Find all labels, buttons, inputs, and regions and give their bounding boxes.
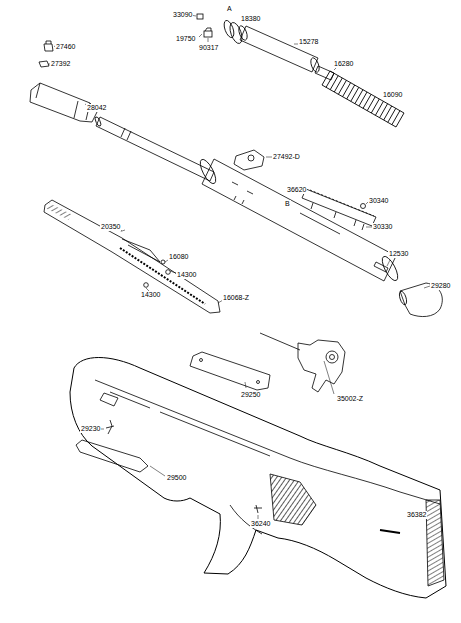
- grip-checkering: [270, 474, 316, 525]
- callout-number: 36240: [250, 520, 271, 528]
- callout-number: 18380: [240, 15, 261, 23]
- trigger-rod: [260, 333, 300, 350]
- part-16080: [161, 260, 165, 264]
- callout-number: 30340: [368, 197, 389, 205]
- recoil-pad: [426, 500, 444, 586]
- callout-number: 29230: [80, 425, 101, 433]
- stock-36382: [70, 358, 446, 599]
- rear-sight-27492-D: [234, 150, 264, 170]
- scope-rail-36620: [302, 189, 376, 226]
- callout-number: 27492-D: [272, 153, 301, 161]
- part-27460: [44, 41, 53, 51]
- piston-group: [197, 14, 404, 127]
- screw: [311, 203, 356, 226]
- callout-number: 90317: [198, 44, 219, 52]
- callout-number: A: [226, 5, 233, 13]
- callout-number: 33090: [172, 11, 193, 19]
- part-27392: [39, 61, 49, 67]
- muzzle-brake-28042: [30, 83, 97, 122]
- callout-number: B: [284, 200, 291, 208]
- callout-number: 30330: [372, 223, 393, 231]
- callout-number: 16068-Z: [222, 294, 250, 302]
- callout-number: 12530: [388, 250, 409, 258]
- part-33090: [197, 14, 203, 19]
- callout-number: 36382: [406, 511, 427, 519]
- leader-lines: [48, 15, 430, 519]
- callout-number: 35002-Z: [336, 395, 364, 403]
- barrel: [96, 117, 214, 181]
- callout-number: 16080: [168, 253, 189, 261]
- callout-number: 16090: [382, 91, 403, 99]
- callout-number: 19750: [175, 35, 196, 43]
- callout-number: 14300: [176, 271, 197, 279]
- barrel-group: [94, 116, 442, 316]
- trigger-group: [260, 333, 345, 392]
- callout-number: 27460: [55, 43, 76, 51]
- cocking-lever-16068-Z: [44, 200, 220, 313]
- callout-number: 28042: [86, 104, 107, 112]
- callout-number: 20350: [100, 223, 121, 231]
- callout-number: 16280: [333, 60, 354, 68]
- screw-29230: [106, 420, 114, 434]
- pin-12530: [374, 262, 388, 272]
- screw-30330: [362, 224, 364, 230]
- callout-number: 29250: [240, 391, 261, 399]
- callout-number: 29280: [430, 282, 451, 290]
- trigger-35002-Z: [298, 340, 345, 392]
- part-90317: [205, 28, 211, 31]
- spring-16090: [322, 71, 404, 127]
- callout-number: 36620: [286, 186, 307, 194]
- piston-15278: [240, 26, 318, 72]
- cocking-lever-group: [44, 200, 220, 313]
- stock-group: [70, 352, 446, 598]
- washer-14300: [144, 283, 149, 288]
- screw-36240: [254, 505, 262, 513]
- seal-ring: [228, 21, 245, 45]
- compression-tube: [202, 159, 396, 281]
- callout-number: 29500: [166, 474, 187, 482]
- part-19750: [204, 31, 212, 37]
- nut-30340: [361, 204, 366, 209]
- pad-29500: [76, 440, 148, 472]
- callout-number: 14300: [140, 291, 161, 299]
- plate-29250: [190, 352, 270, 390]
- callout-number: 15278: [298, 38, 319, 46]
- callout-number: 27392: [50, 60, 71, 68]
- seal-ring: [222, 19, 236, 39]
- washer-14300: [166, 270, 171, 275]
